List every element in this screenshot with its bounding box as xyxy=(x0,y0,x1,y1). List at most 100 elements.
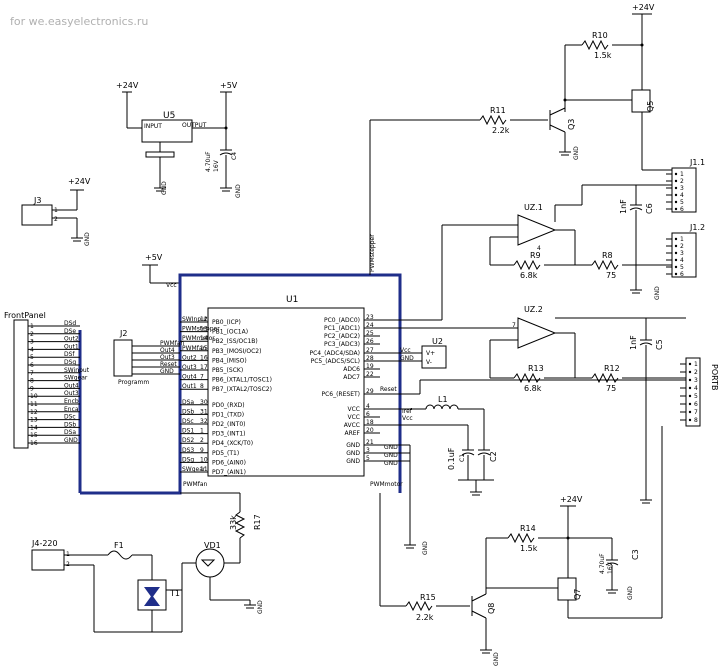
u1-ref: U1 xyxy=(286,295,298,305)
u1-pin-left: PD0_(RXD) xyxy=(212,402,245,409)
u1-gnd: GND xyxy=(422,541,429,555)
front-panel-net: Encb xyxy=(64,398,79,405)
connector-pin-num: 1 xyxy=(680,171,684,178)
connector-pin-num: 5 xyxy=(680,199,684,206)
r14-value: 1.5k xyxy=(520,544,538,553)
j2-net: Reset xyxy=(160,361,177,368)
u1-pin-right: PC1_(ADC1) xyxy=(324,325,360,332)
j11-ref: J1.1 xyxy=(689,158,705,167)
opamp-uz1: UZ.1 R9 6.8k R8 75 4 1nF C6 GND xyxy=(364,184,672,321)
svg-text:GND: GND xyxy=(384,460,398,467)
front-panel-net: DSa xyxy=(64,429,76,436)
svg-text:GND: GND xyxy=(384,452,398,459)
r12-ref: R12 xyxy=(604,364,620,373)
u1-pin-right: PC5_(ADC5/SCL) xyxy=(311,358,360,365)
u1-pin-left: PD1_(TXD) xyxy=(212,411,244,418)
mains-input: J4-220 12 F1 T1 VD1 GND 33k xyxy=(31,492,264,633)
u1-left-net: PWMfan xyxy=(182,345,207,352)
r15-value: 2.2k xyxy=(416,613,434,622)
u2-net-gnd: GND xyxy=(400,355,414,362)
u1-pin-right-num: 6 xyxy=(366,411,370,418)
c4-voltage: 16V xyxy=(213,159,220,172)
connector-pin-num: 3 xyxy=(694,377,698,384)
u1-pin-left: PB2_(SS/OC1B) xyxy=(212,338,258,345)
r11-ref: R11 xyxy=(490,106,506,115)
q5-ref: Q5 xyxy=(646,101,655,112)
u5-gnd: GND xyxy=(161,181,168,195)
c3-gnd: GND xyxy=(627,586,634,600)
vd1-ref: VD1 xyxy=(204,541,221,550)
q3-gnd: GND xyxy=(573,146,580,160)
u1-vcc-supply-label: +5V xyxy=(145,253,163,262)
connector-pin-num: 2 xyxy=(694,369,698,376)
j3-vin-label: +24V xyxy=(68,177,91,186)
driver-stage-top: +24V R10 1.5k Q5 R11 2.2k Q3 GND PWMstep… xyxy=(369,3,672,275)
u1-pin-left-num: 30 xyxy=(200,399,208,406)
u1-pin-left-num: 13 xyxy=(200,326,208,333)
r9-ref: R9 xyxy=(530,251,541,260)
u1-pin-right: PC4_(ADC4/SDA) xyxy=(310,350,361,357)
u1-pin-right-num: 19 xyxy=(366,363,374,370)
r9-value: 6.8k xyxy=(520,271,538,280)
q7-ref: Q7 xyxy=(573,589,582,600)
u1-left-net: DS1 xyxy=(182,428,194,435)
q8-gnd: GND xyxy=(493,652,500,666)
u1-pin-right-num: 24 xyxy=(366,322,374,329)
front-panel-net: Out3 xyxy=(64,390,79,397)
driver-stage-bottom: +24V R14 1.5k 4.70uF 16V C3 GND Q7 R15 xyxy=(379,426,663,666)
r10-value: 1.5k xyxy=(594,51,612,60)
connector-pin-num: 3 xyxy=(680,185,684,192)
u1-pin-left: PD3_(INT1) xyxy=(212,431,245,438)
u1-pin-right: GND xyxy=(346,450,360,457)
uz2-ref: UZ.2 xyxy=(524,305,543,314)
connector-pin-num: 4 xyxy=(680,257,684,264)
q8-ref: Q8 xyxy=(487,603,496,614)
connector-pin-num: 2 xyxy=(680,243,684,250)
u1-left-net: PWMstepper xyxy=(182,326,220,333)
u1-pin-left-num: 17 xyxy=(200,364,208,371)
u1-left-net: Out1 xyxy=(182,383,197,390)
front-panel-net: Out4 xyxy=(64,382,79,389)
c4-value: 4.70uF xyxy=(205,151,212,172)
u1-pin-right: AREF xyxy=(344,430,360,437)
front-panel-net: Out2 xyxy=(64,336,79,343)
net-ref: Iref xyxy=(402,408,413,415)
connector-pin-num: 5 xyxy=(680,264,684,271)
u1-pin-left: PD5_(T1) xyxy=(212,450,239,457)
r13-value: 6.8k xyxy=(524,384,542,393)
net-vcc: Vcc xyxy=(402,415,413,422)
u1-pin-left: PD2_(INT0) xyxy=(212,421,245,428)
connector-pin-num: 1 xyxy=(694,361,698,368)
c1-ref: C1 xyxy=(459,454,466,462)
net-pwm-motor-bottom: PWMmotor xyxy=(370,481,403,488)
front-panel-net: DSf xyxy=(64,351,75,358)
connector-pin-num: 6 xyxy=(680,206,684,213)
u2-vminus: V- xyxy=(426,359,432,366)
u1-pin-right-num: 28 xyxy=(366,355,374,362)
c4-gnd: GND xyxy=(235,184,242,198)
svg-text:GND: GND xyxy=(384,444,398,451)
portb-ref: PORTB xyxy=(710,364,719,390)
u1-left-net: DSa xyxy=(182,399,194,406)
j2-net: Out3 xyxy=(160,354,175,361)
r17-ref: R17 xyxy=(253,514,262,530)
c3-voltage: 16V xyxy=(607,561,614,574)
u1-pin-right-num: 27 xyxy=(366,347,374,354)
connector-j3: J3 12 +24V GND xyxy=(21,177,91,246)
connector-pin-num: 8 xyxy=(694,417,698,424)
connector-pin-num: 7 xyxy=(694,409,698,416)
t1-ref: T1 xyxy=(169,589,180,598)
q3-ref: Q3 xyxy=(567,119,576,130)
front-panel-net: DSg xyxy=(64,359,76,366)
u1-pin-right: ADC7 xyxy=(343,374,360,381)
watermark: for we.easyelectronics.ru xyxy=(10,15,148,28)
c3-ref: C3 xyxy=(631,549,640,560)
regulator-u5: +24V U5 INPUT OUTPUT +5V GND C4 4.70uF 1… xyxy=(116,81,242,198)
j2-ref: J2 xyxy=(119,329,127,338)
u1-pin-left: PD4_(XCK/T0) xyxy=(212,440,253,447)
